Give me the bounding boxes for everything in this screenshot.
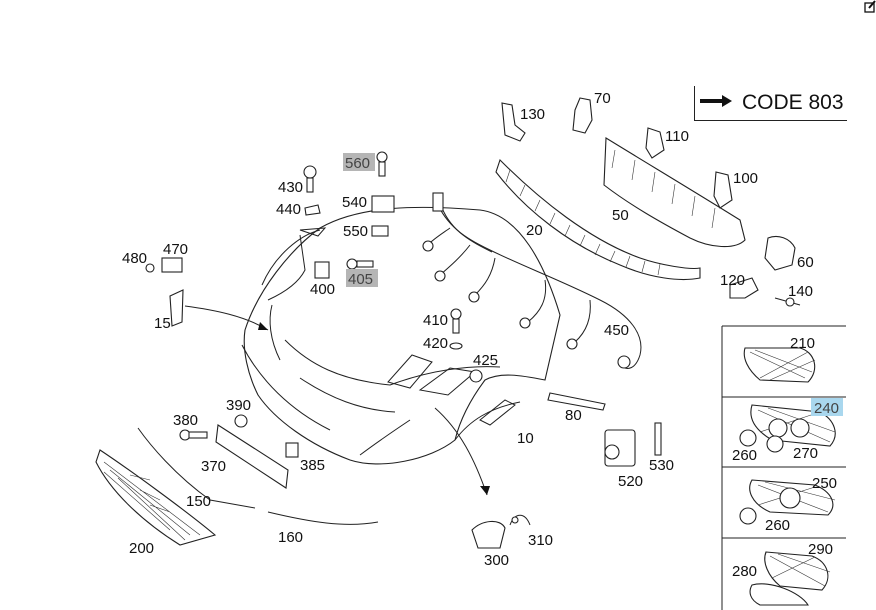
bolt-410	[450, 308, 462, 334]
label-50: 50	[612, 207, 629, 224]
trim-strip-160	[267, 511, 379, 525]
label-440: 440	[276, 201, 301, 218]
label-385: 385	[300, 457, 325, 474]
sensor-520	[604, 429, 636, 467]
label-200: 200	[129, 540, 154, 557]
grille-insert-250	[749, 479, 836, 516]
lower-grille	[95, 449, 217, 546]
edit-icon[interactable]	[864, 0, 876, 14]
grille-insert-210	[743, 347, 816, 383]
ring-260-a	[739, 429, 757, 447]
label-15: 15	[154, 315, 171, 332]
trim-280	[749, 583, 809, 606]
label-20: 20	[526, 222, 543, 239]
nut-390	[234, 414, 248, 428]
harness-310	[509, 514, 531, 526]
wiring-harness	[422, 192, 642, 369]
label-110: 110	[665, 128, 689, 145]
label-70: 70	[594, 90, 611, 107]
bolt-405	[346, 258, 374, 270]
label-450: 450	[604, 322, 629, 339]
bolt-560	[376, 151, 388, 177]
bracket-130	[501, 102, 526, 142]
license-plate-bracket	[215, 424, 289, 489]
code-callout-box	[694, 86, 847, 121]
bracket-60	[764, 235, 796, 271]
label-480: 480	[122, 250, 147, 267]
clip-440	[304, 204, 321, 216]
label-400: 400	[310, 281, 335, 298]
label-10: 10	[517, 430, 534, 447]
bracket-530	[654, 422, 662, 456]
label-260-b: 260	[765, 517, 790, 534]
label-560: 560	[345, 155, 370, 172]
label-280: 280	[732, 563, 757, 580]
label-140: 140	[788, 283, 813, 300]
bolt-380	[179, 429, 208, 441]
label-300: 300	[484, 552, 509, 569]
label-270: 270	[793, 445, 818, 462]
label-260-a: 260	[732, 447, 757, 464]
highlight-240	[811, 398, 843, 416]
label-550: 550	[343, 223, 368, 240]
clip-425	[469, 369, 483, 383]
label-390: 390	[226, 397, 251, 414]
tow-hook-cover	[471, 520, 506, 549]
trim-80	[547, 392, 606, 411]
clip-385	[285, 442, 299, 458]
label-120: 120	[720, 272, 745, 289]
label-430: 430	[278, 179, 303, 196]
code-label: CODE 803	[742, 91, 844, 114]
sensor-470	[145, 257, 183, 273]
pointer-arrow-right	[434, 407, 488, 496]
clip-550	[371, 225, 389, 237]
label-530: 530	[649, 457, 674, 474]
trim-strip-150	[137, 427, 256, 509]
clip-140	[774, 297, 801, 307]
front-bumper-cover	[241, 206, 561, 465]
label-310: 310	[528, 532, 553, 549]
label-60: 60	[797, 254, 814, 271]
right-arrow-icon	[700, 95, 732, 107]
arrow-head-left	[258, 322, 268, 330]
label-100: 100	[733, 170, 758, 187]
washer-420	[449, 342, 463, 350]
bumper-bracket	[603, 137, 746, 248]
ring-270	[766, 435, 784, 453]
label-425: 425	[473, 352, 498, 369]
label-520: 520	[618, 473, 643, 490]
bracket-15	[169, 289, 184, 327]
bracket-70	[572, 97, 593, 134]
impact-absorber	[495, 158, 701, 280]
label-150: 150	[186, 493, 211, 510]
label-410: 410	[423, 312, 448, 329]
bracket-110	[645, 127, 665, 159]
bracket-100	[713, 171, 733, 209]
label-420: 420	[423, 335, 448, 352]
grille-insert-290	[764, 551, 831, 591]
bolt-430	[303, 165, 317, 193]
highlight-405	[346, 269, 378, 287]
label-160: 160	[278, 529, 303, 546]
label-80: 80	[565, 407, 582, 424]
label-540: 540	[342, 194, 367, 211]
label-380: 380	[173, 412, 198, 429]
label-370: 370	[201, 458, 226, 475]
label-470: 470	[163, 241, 188, 258]
label-130: 130	[520, 106, 545, 123]
nut-400	[314, 261, 330, 279]
label-290: 290	[808, 541, 833, 558]
arrow-head-right	[480, 486, 490, 495]
bracket-120	[729, 277, 759, 299]
label-405: 405	[348, 271, 373, 288]
label-250: 250	[812, 475, 837, 492]
ring-260-b	[739, 507, 757, 525]
variant-panel	[721, 325, 846, 610]
label-210: 210	[790, 335, 815, 352]
label-240: 240	[814, 400, 839, 417]
sensor-540	[371, 195, 395, 213]
highlight-560	[343, 153, 375, 171]
